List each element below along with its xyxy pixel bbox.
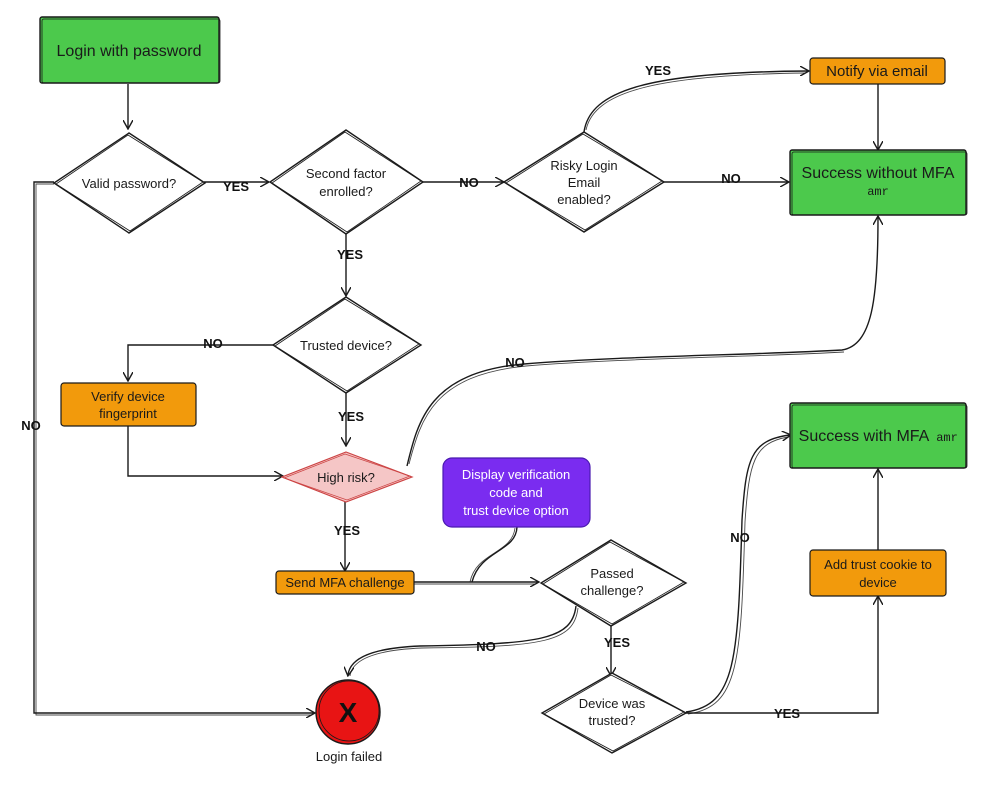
display-verification-line3: trust device option — [463, 503, 569, 518]
edge-risky-notify-yes — [583, 71, 808, 133]
edge-trusted-successmfa-no — [685, 435, 790, 713]
node-second-factor: Second factor enrolled? — [268, 129, 425, 235]
send-mfa-label: Send MFA challenge — [285, 575, 404, 590]
label-valid-no: NO — [21, 418, 41, 433]
node-valid-password: Valid password? — [52, 132, 207, 234]
node-risky-login: Risky Login Email enabled? — [502, 131, 666, 233]
passed-challenge-line2: challenge? — [581, 583, 644, 598]
node-success-with-mfa: Success with MFA amr — [789, 402, 968, 469]
node-trusted-device: Trusted device? — [271, 296, 423, 394]
success-without-mfa-label: Success without MFA — [802, 165, 955, 182]
notify-email-label: Notify via email — [826, 63, 928, 80]
node-login-failed: X Login failed — [315, 679, 383, 764]
passed-challenge-line1: Passed — [590, 566, 633, 581]
success-with-mfa-code: amr — [936, 431, 958, 445]
label-risky-no: NO — [721, 171, 741, 186]
label-passed-yes: YES — [604, 635, 630, 650]
node-notify-email: Notify via email — [809, 57, 946, 85]
login-label: Login with password — [57, 43, 202, 60]
high-risk-label: High risk? — [317, 470, 375, 485]
node-login: Login with password — [39, 16, 221, 84]
node-passed-challenge: Passed challenge? — [539, 539, 688, 627]
risky-login-line2: Email — [568, 175, 601, 190]
edge-trusted-cookie-yes — [686, 597, 878, 714]
failed-circle-icon — [315, 679, 381, 745]
node-verify-fingerprint: Verify device fingerprint — [60, 382, 197, 427]
second-factor-line1: Second factor — [306, 166, 387, 181]
edge-trusted-verify-no — [128, 344, 275, 380]
edge-valid-failed-no — [33, 181, 314, 713]
label-highrisk-no: NO — [505, 355, 525, 370]
label-second-no: NO — [459, 175, 479, 190]
edge-display-connector — [471, 526, 518, 583]
risky-login-line3: enabled? — [557, 192, 611, 207]
verify-fingerprint-line2: fingerprint — [99, 406, 157, 421]
valid-password-label: Valid password? — [82, 176, 176, 191]
label-risky-yes: YES — [645, 63, 671, 78]
node-success-without-mfa: Success without MFA amr — [789, 149, 968, 216]
node-device-trusted: Device was trusted? — [540, 672, 688, 754]
edge-highrisk-success-no — [406, 217, 878, 467]
label-passed-no: NO — [476, 639, 496, 654]
device-trusted-line1: Device was — [579, 696, 646, 711]
trusted-device-label: Trusted device? — [300, 338, 392, 353]
label-highrisk-yes: YES — [334, 523, 360, 538]
second-factor-line2: enrolled? — [319, 184, 373, 199]
display-verification-line1: Display verification — [462, 467, 570, 482]
verify-fingerprint-line1: Verify device — [91, 389, 165, 404]
risky-login-line1: Risky Login — [550, 158, 617, 173]
label-valid-yes: YES — [223, 179, 249, 194]
label-devtrusted-no: NO — [730, 530, 750, 545]
edge-labels: YES NO YES NO YES NO YES NO NO YES YES N… — [21, 63, 800, 721]
display-verification-line2: code and — [489, 485, 543, 500]
failed-x-icon: X — [339, 697, 358, 728]
edge-verify-highrisk — [127, 426, 282, 476]
success-with-mfa-label: Success with MFA — [799, 428, 930, 445]
label-trusted-yes: YES — [338, 409, 364, 424]
device-trusted-line2: trusted? — [589, 713, 636, 728]
login-failed-label: Login failed — [316, 749, 383, 764]
node-add-trust-cookie: Add trust cookie to device — [809, 549, 947, 597]
add-trust-cookie-line1: Add trust cookie to — [824, 557, 932, 572]
label-second-yes: YES — [337, 247, 363, 262]
node-high-risk: High risk? — [280, 451, 414, 503]
label-trusted-no: NO — [203, 336, 223, 351]
edges — [33, 71, 878, 715]
add-trust-cookie-line2: device — [859, 575, 897, 590]
label-devtrusted-yes: YES — [774, 706, 800, 721]
edge-passed-failed-no — [348, 605, 577, 675]
node-send-mfa: Send MFA challenge — [275, 570, 415, 595]
node-display-verification: Display verification code and trust devi… — [442, 457, 591, 528]
success-without-mfa-code: amr — [867, 185, 889, 199]
